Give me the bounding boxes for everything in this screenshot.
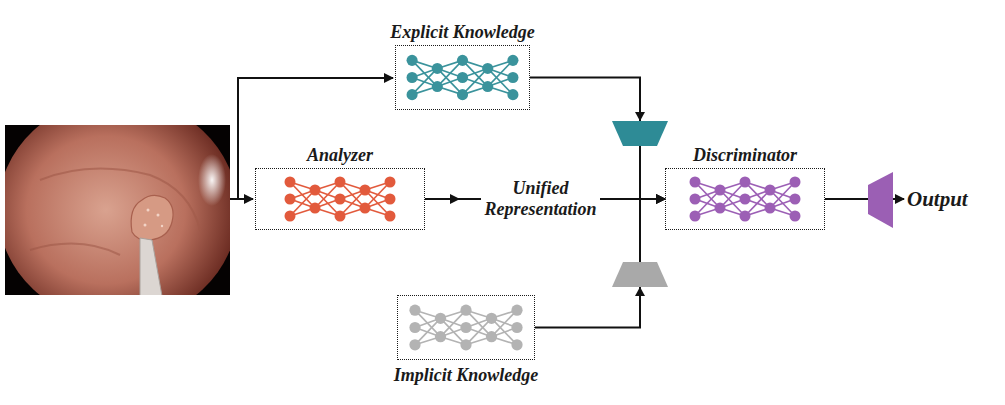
arrowhead <box>450 194 460 204</box>
output-label: Output <box>907 186 968 212</box>
output-line <box>825 198 868 200</box>
output-trapezoid <box>868 172 893 228</box>
box-title: Discriminator <box>693 144 797 166</box>
network-box: Implicit Knowledge <box>397 295 535 360</box>
input-arrow <box>230 198 253 200</box>
endoscopy-image <box>5 125 230 295</box>
merge-trapezoid <box>612 262 668 287</box>
network-icon <box>285 177 396 222</box>
box-title: Explicit Knowledge <box>390 21 535 43</box>
arrowhead <box>635 112 645 121</box>
network-box: Analyzer <box>255 168 425 230</box>
edge-label: Unified Representation <box>481 177 599 221</box>
network-icon <box>690 177 801 222</box>
network-box: Explicit Knowledge <box>395 45 530 110</box>
network-box: Discriminator <box>665 168 825 230</box>
network-icon <box>407 55 519 100</box>
box-title: Analyzer <box>307 144 373 166</box>
input-arrow <box>238 78 393 199</box>
network-icon <box>409 305 522 351</box>
merge-trapezoid <box>612 121 668 146</box>
output-arrow <box>893 198 904 200</box>
box-title: Implicit Knowledge <box>394 364 539 386</box>
arrowhead <box>635 287 645 296</box>
